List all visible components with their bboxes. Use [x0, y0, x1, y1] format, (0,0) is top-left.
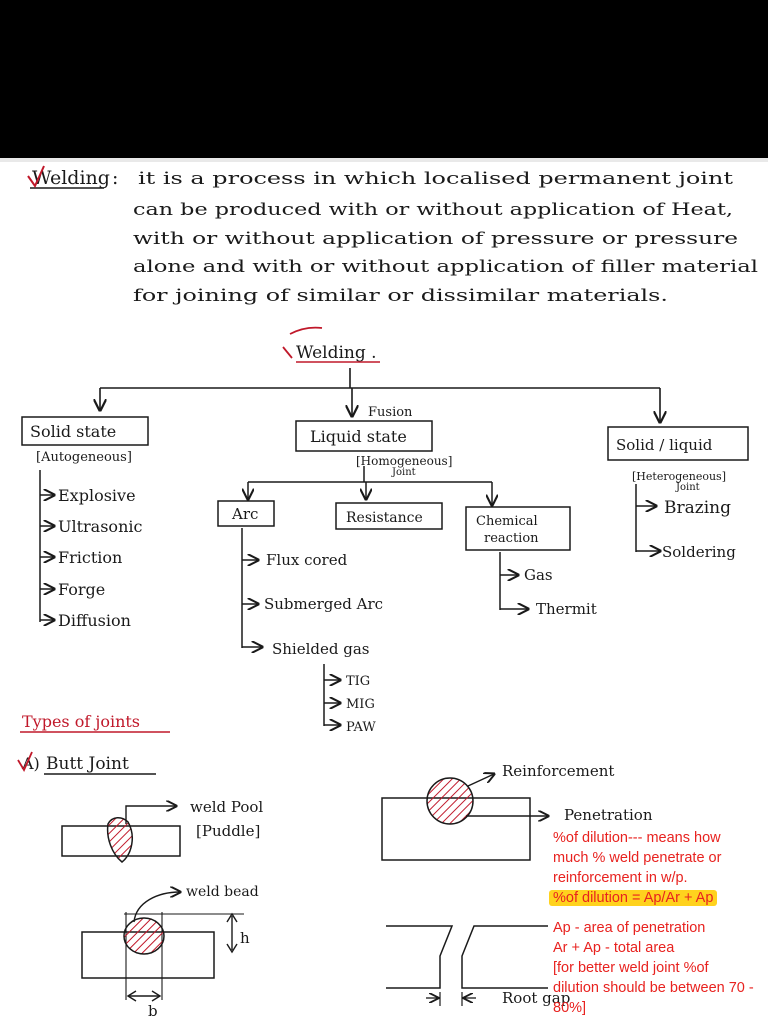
root-gap-label: Root gap: [502, 989, 570, 1007]
tree-root-label: Welding .: [296, 343, 377, 363]
definition-line-4: alone and with or without application of…: [133, 257, 758, 277]
ap-definition: Ap - area of penetration: [553, 920, 706, 936]
reinforcement-label: Reinforcement: [502, 762, 614, 780]
solid-item-explosive: Explosive: [58, 486, 136, 505]
solid-state-title: Solid state: [30, 422, 116, 441]
chemical-title-line2: reaction: [484, 531, 539, 546]
definition-line-1: it is a process in which localised perma…: [138, 169, 733, 189]
definition-block: Welding : it is a process in which local…: [27, 165, 758, 306]
weld-pool-label: weld Pool: [190, 798, 263, 816]
page-edge: [0, 158, 768, 162]
gas-item-paw: PAW: [346, 720, 376, 735]
penetration-label: Penetration: [564, 806, 653, 824]
solid-state-box: [21, 416, 149, 446]
advice-line-3: 80%]: [553, 1000, 587, 1016]
dilution-line-1: %of dilution--- means how: [553, 830, 721, 846]
definition-heading: Welding: [32, 167, 110, 189]
solid-item-forge: Forge: [58, 580, 105, 599]
definitions-note: Ap - area of penetration Ar + Ap - total…: [553, 918, 765, 1018]
solid-liquid-subtitle: [Heterogeneous]: [632, 470, 726, 483]
butt-joint-title: Butt Joint: [46, 754, 129, 774]
liquid-state-subtitle: [Homogeneous]: [356, 454, 452, 468]
solid-liquid-title: Solid / liquid: [616, 436, 713, 454]
weld-bead-shape: [123, 917, 165, 955]
arc-title: Arc: [231, 505, 258, 523]
liquid-state-subtitle-joint: Joint: [391, 467, 416, 478]
joints-section: Types of joints A) Butt Joint weld Pool …: [17, 712, 653, 1020]
chemical-title-line1: Chemical: [476, 514, 538, 529]
scan-top-border: [0, 0, 768, 158]
solid-liquid-box: [607, 426, 749, 461]
weld-pool-shape: [106, 817, 134, 863]
solid-liquid-subtitle-joint: Joint: [675, 482, 700, 493]
dilution-formula: %of dilution = Ap/Ar + Ap: [549, 890, 718, 906]
welding-tree: Welding . Fusion Solid state [Autogeneou…: [21, 326, 749, 735]
chemical-item-gas: Gas: [524, 566, 553, 584]
solid-item-friction: Friction: [58, 548, 122, 567]
advice-line-2: dilution should be between 70 -: [553, 980, 754, 996]
puddle-label: [Puddle]: [196, 822, 260, 840]
liquid-state-box: [295, 420, 433, 452]
definition-line-5: for joining of similar or dissimilar mat…: [133, 286, 668, 306]
definition-line-2: can be produced with or without applicat…: [133, 200, 733, 220]
red-tick-mark: [27, 165, 45, 189]
joints-heading: Types of joints: [22, 712, 140, 731]
arc-box: [217, 500, 275, 527]
dilution-line-2: much % weld penetrate or: [553, 850, 722, 866]
arc-item-submerged: Submerged Arc: [264, 595, 383, 613]
resistance-title: Resistance: [346, 510, 423, 526]
chemical-reaction-box: [465, 506, 571, 551]
chemical-item-thermit: Thermit: [536, 600, 597, 618]
arc-item-flux-cored: Flux cored: [266, 551, 348, 569]
total-area-definition: Ar + Ap - total area: [553, 940, 675, 956]
solid-liquid-item-brazing: Brazing: [664, 498, 731, 518]
dilution-line-3: reinforcement in w/p.: [553, 870, 688, 886]
fusion-label: Fusion: [368, 405, 413, 420]
solid-state-subtitle: [Autogeneous]: [36, 450, 132, 465]
dilution-note: %of dilution--- means how much % weld pe…: [549, 828, 763, 908]
weld-bead-label: weld bead: [186, 884, 259, 900]
reinforcement-shape: [426, 777, 474, 825]
resistance-box: [335, 502, 443, 530]
definition-line-3: with or without application of pressure …: [133, 229, 738, 249]
solid-item-ultrasonic: Ultrasonic: [58, 517, 142, 536]
gas-item-mig: MIG: [346, 697, 375, 712]
solid-liquid-item-soldering: Soldering: [662, 543, 736, 561]
height-label: h: [240, 929, 250, 947]
solid-item-diffusion: Diffusion: [58, 611, 131, 630]
width-label: b: [148, 1002, 158, 1020]
definition-colon: :: [112, 167, 118, 189]
liquid-state-title: Liquid state: [310, 427, 407, 446]
advice-line-1: [for better weld joint %of: [553, 960, 709, 976]
arc-item-shielded-gas: Shielded gas: [272, 640, 370, 658]
gas-item-tig: TIG: [346, 674, 370, 689]
